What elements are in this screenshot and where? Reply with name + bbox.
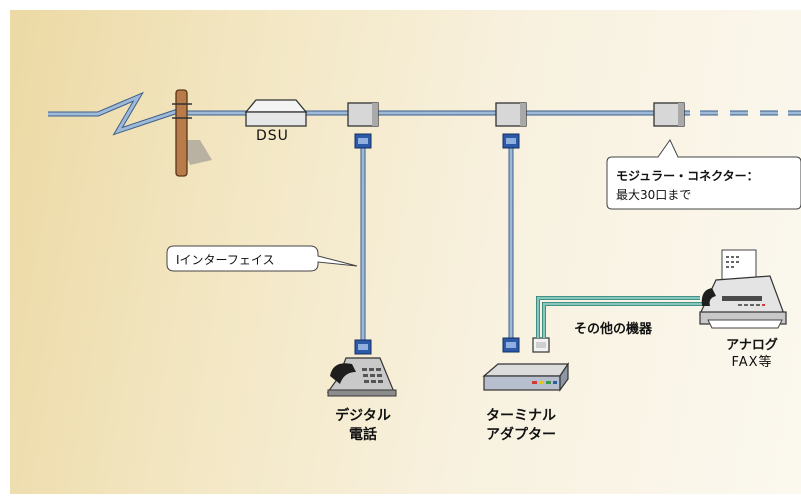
modular-connector-title: モジュラー・コネクター： [616, 169, 759, 183]
modular-connector-3 [653, 102, 685, 127]
modular-connector-callout [606, 139, 801, 210]
i-interface-lines [360, 148, 514, 342]
fax-machine-icon [699, 249, 787, 329]
dsu-box [244, 99, 308, 127]
utility-pole [172, 89, 212, 177]
dsu-label: DSU [256, 128, 289, 144]
analog-line [536, 296, 704, 338]
terminal-adapter-icon [482, 362, 570, 392]
modular-connector-2 [495, 102, 527, 127]
i-interface-callout [166, 245, 358, 272]
background-panel [10, 10, 801, 494]
analog-fax-label-line1: アナログ [726, 338, 778, 353]
jack-plug-icons [354, 133, 550, 355]
isdn-main-line [48, 91, 801, 136]
other-devices-label: その他の機器 [574, 322, 653, 337]
terminal-adapter-label-line1: ターミナル [486, 408, 556, 424]
analog-fax-label-line2: FAX等 [731, 355, 773, 370]
terminal-adapter-label-line2: アダプター [486, 427, 556, 443]
modular-connector-1 [347, 102, 379, 127]
digital-phone-label-line1: デジタル [335, 408, 391, 424]
modular-connector-subtitle: 最大30口まで [616, 188, 692, 202]
digital-phone-label-line2: 電話 [349, 427, 377, 443]
digital-phone-icon [326, 357, 397, 397]
i-interface-label: Iインターフェイス [176, 253, 275, 267]
